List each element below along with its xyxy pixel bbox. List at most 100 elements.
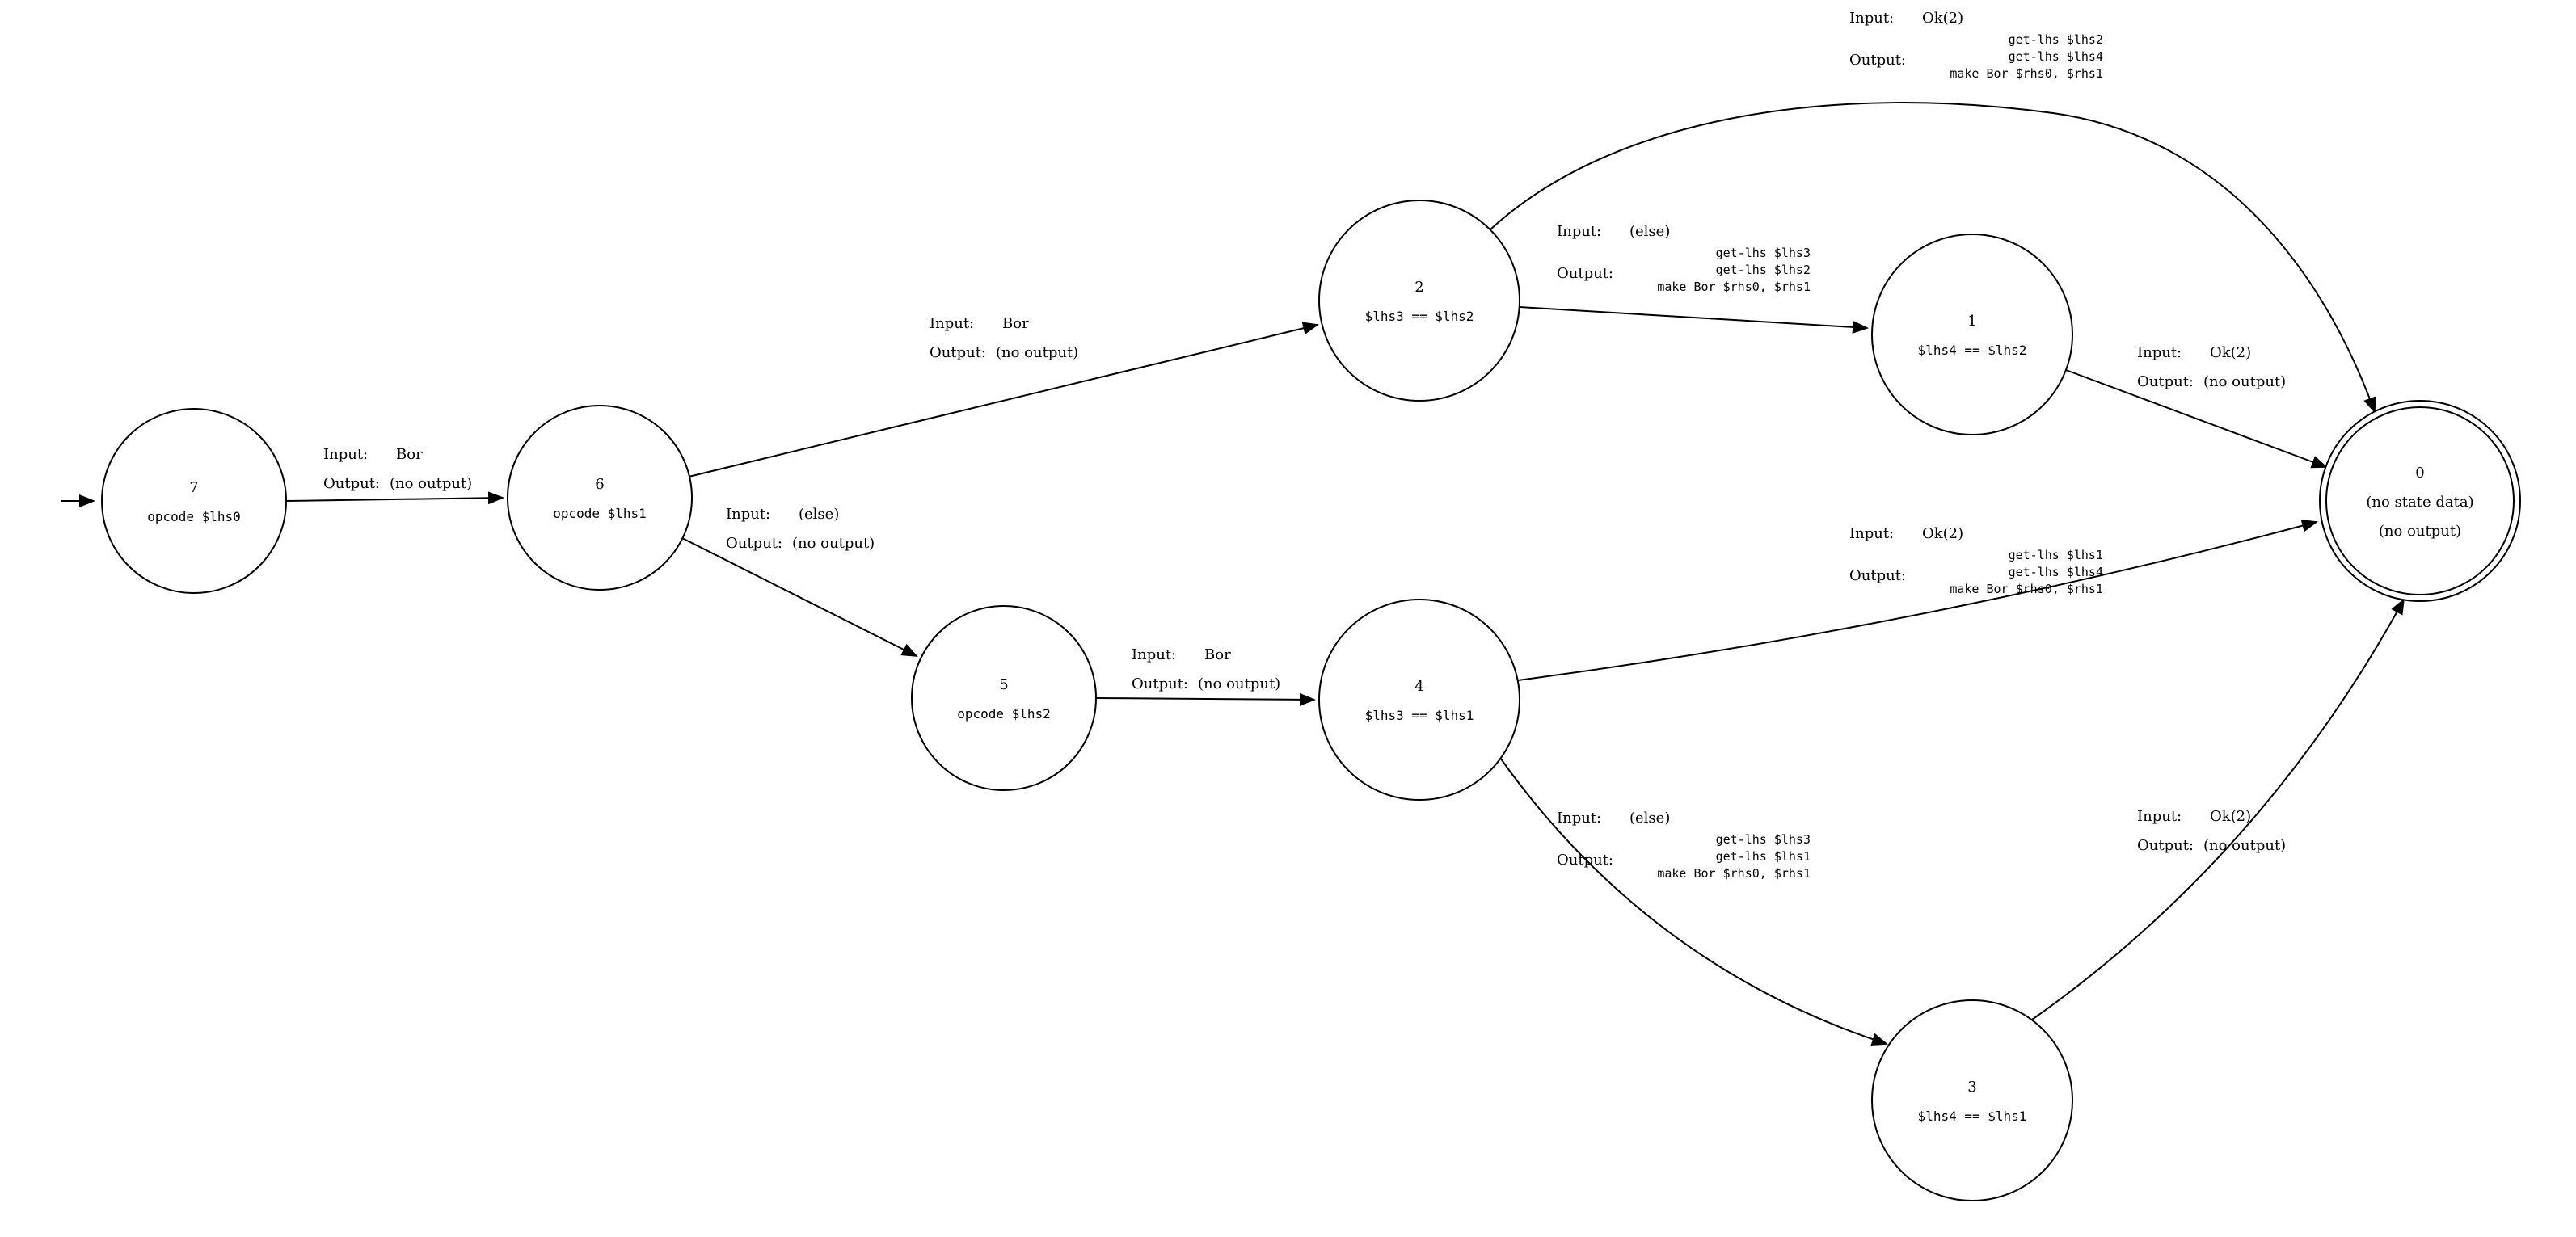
transition-arrow <box>1490 102 2376 414</box>
state-id-label: 3 <box>1967 1079 1976 1096</box>
transition-arrow <box>1517 519 2318 681</box>
state-circle <box>1871 234 2073 435</box>
transition-arrow <box>285 491 504 505</box>
edge-output-caption: Output: <box>1132 675 1188 692</box>
edge-output-caption: Output: <box>1849 52 1906 69</box>
state-data-label: opcode $lhs1 <box>553 506 647 521</box>
state-data-label: $lhs4 == $lhs2 <box>1918 343 2027 358</box>
state-node-3: 3 $lhs4 == $lhs1 <box>1871 999 2073 1201</box>
edge-output-value: (no output) <box>390 475 472 492</box>
state-node-1: 1 $lhs4 == $lhs2 <box>1871 234 2073 435</box>
edge-output-value: (no output) <box>2203 837 2286 854</box>
edge-output-caption: Output: <box>726 535 782 552</box>
edge-output-value: (no output) <box>996 344 1078 361</box>
edge-input-value: (else) <box>1629 810 1670 827</box>
state-data-label: $lhs4 == $lhs1 <box>1918 1109 2027 1124</box>
state-id-label: 5 <box>999 676 1008 693</box>
accepting-state-inner-circle <box>2325 406 2515 595</box>
edge-2-to-1: Input: (else) Output: get-lhs $lhs3 get-lhs … <box>1519 223 1869 334</box>
edge-1-to-0: Input: Ok(2) Output: (no output) <box>2065 344 2328 469</box>
edge-output-value: (no output) <box>1198 675 1280 692</box>
state-circle <box>507 405 693 591</box>
state-id-label: 2 <box>1414 279 1423 296</box>
transition-arrow <box>681 537 918 657</box>
edge-output-caption: Output: <box>2137 837 2194 854</box>
edge-output-value: get-lhs $lhs3 <box>1716 832 1811 847</box>
edge-output-caption: Output: <box>1557 852 1613 869</box>
edge-output-value: (no output) <box>792 535 875 552</box>
edge-input-caption: Input: <box>2137 808 2182 825</box>
edge-input-caption: Input: <box>1557 223 1601 240</box>
edge-input-caption: Input: <box>1849 525 1894 542</box>
edge-output-value: get-lhs $lhs2 <box>2009 32 2103 47</box>
transition-arrow <box>2031 598 2405 1020</box>
state-circle <box>911 605 1097 791</box>
state-id-label: 0 <box>2415 465 2424 482</box>
state-data-label: $lhs3 == $lhs2 <box>1365 309 1474 324</box>
edge-input-value: Ok(2) <box>2210 808 2251 825</box>
state-circle <box>1318 200 1520 402</box>
edge-output-caption: Output: <box>1849 567 1906 584</box>
edge-input-value: (else) <box>799 506 839 523</box>
state-node-5: 5 opcode $lhs2 <box>911 605 1097 791</box>
state-data-label: (no output) <box>2379 523 2461 540</box>
transition-arrow <box>2065 369 2328 469</box>
edge-2-to-0: Input: Ok(2) Output: get-lhs $lhs2 get-lhs $… <box>1490 10 2376 414</box>
edge-input-caption: Input: <box>930 315 974 332</box>
edge-input-value: Ok(2) <box>1922 10 1963 27</box>
state-node-4: 4 $lhs3 == $lhs1 <box>1318 599 1520 801</box>
edge-input-value: Bor <box>396 446 423 463</box>
edge-output-value: get-lhs $lhs2 <box>1716 263 1811 277</box>
edge-input-caption: Input: <box>1849 10 1894 27</box>
state-circle <box>1871 999 2073 1201</box>
state-data-label: opcode $lhs2 <box>957 706 1051 722</box>
edge-input-caption: Input: <box>2137 344 2182 361</box>
edge-output-value: get-lhs $lhs3 <box>1716 246 1811 260</box>
edge-input-caption: Input: <box>726 506 770 523</box>
edge-output-caption: Output: <box>1557 265 1613 282</box>
edge-output-value: get-lhs $lhs4 <box>2009 565 2103 579</box>
state-circle <box>2319 400 2521 602</box>
transition-arrow <box>1499 757 1888 1046</box>
state-id-label: 7 <box>189 479 198 496</box>
state-id-label: 4 <box>1414 678 1423 695</box>
edge-output-caption: Output: <box>930 344 986 361</box>
edge-input-value: Bor <box>1204 646 1231 663</box>
state-node-0: 0 (no state data) (no output) <box>2319 400 2521 602</box>
edge-output-value: get-lhs $lhs1 <box>2009 548 2103 562</box>
edge-input-value: (else) <box>1629 223 1670 240</box>
edge-3-to-0: Input: Ok(2) Output: (no output) <box>2031 598 2405 1020</box>
transition-arrow <box>688 322 1319 478</box>
transition-arrow <box>1519 306 1869 334</box>
state-circle <box>101 408 287 594</box>
edge-input-caption: Input: <box>1557 810 1601 827</box>
edge-output-value: get-lhs $lhs1 <box>1716 849 1811 864</box>
edge-output-value: make Bor $rhs0, $rhs1 <box>1950 66 2103 81</box>
edge-input-caption: Input: <box>1132 646 1176 663</box>
edge-input-value: Ok(2) <box>1922 525 1963 542</box>
edge-input-value: Ok(2) <box>2210 344 2251 361</box>
transition-arrow <box>1095 692 1316 706</box>
state-circle <box>1318 599 1520 801</box>
edge-input-value: Bor <box>1002 315 1029 332</box>
edge-output-value: get-lhs $lhs4 <box>2009 49 2103 64</box>
edge-input-caption: Input: <box>323 446 368 463</box>
edge-4-to-0: Input: Ok(2) Output: get-lhs $lhs1 get-lhs $… <box>1517 519 2318 681</box>
state-id-label: 1 <box>1967 313 1976 330</box>
edge-4-to-3: Input: (else) Output: get-lhs $lhs3 get-lhs … <box>1499 757 1888 1046</box>
edge-output-caption: Output: <box>2137 373 2194 390</box>
edge-6-to-5: Input: (else) Output: (no output) <box>681 506 918 657</box>
state-data-label: $lhs3 == $lhs1 <box>1365 708 1474 723</box>
state-data-label: (no state data) <box>2366 494 2473 511</box>
state-node-2: 2 $lhs3 == $lhs2 <box>1318 200 1520 402</box>
edge-output-value: make Bor $rhs0, $rhs1 <box>1657 280 1811 294</box>
edge-output-value: make Bor $rhs0, $rhs1 <box>1950 582 2103 596</box>
edge-output-value: (no output) <box>2203 373 2286 390</box>
